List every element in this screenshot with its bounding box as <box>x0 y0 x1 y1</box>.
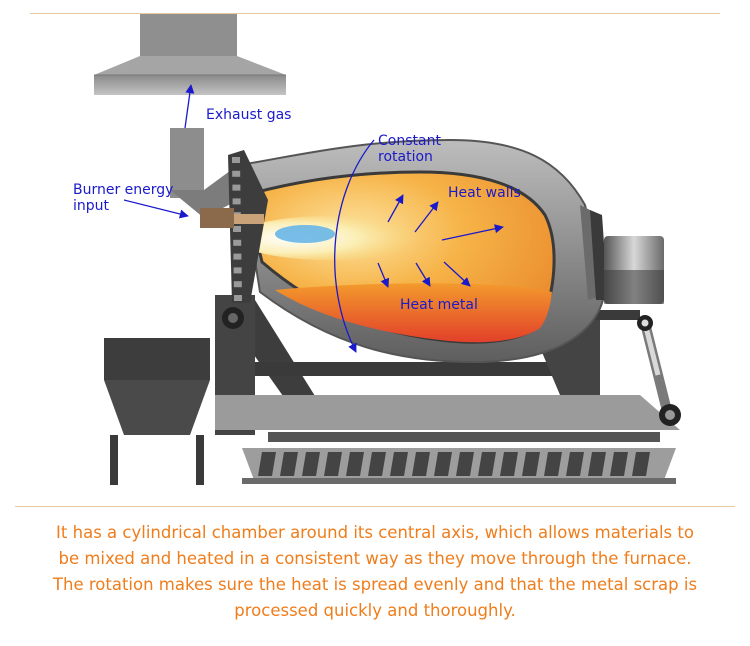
flange-bolt <box>233 226 241 232</box>
tread-slat <box>544 452 562 476</box>
burner-flame-icon <box>235 216 425 260</box>
heat-wall-arrow-3 <box>441 224 504 241</box>
label-constant-rotation-2: rotation <box>378 149 433 165</box>
caption-line: processed quickly and thoroughly. <box>234 601 516 620</box>
caption-line: The rotation makes sure the heat is spre… <box>52 575 698 594</box>
tread-slat <box>588 452 606 476</box>
exhaust-duct <box>170 128 238 218</box>
flange-bolt <box>232 198 241 205</box>
label-constant-rotation-1: Constant <box>378 133 441 149</box>
flange-bolt <box>233 239 242 246</box>
heat-metal-arrow-1 <box>377 262 390 288</box>
flange-bolt <box>234 295 242 301</box>
label-heat-walls: Heat walls <box>448 185 521 201</box>
tread-slat <box>566 452 584 476</box>
rotary-furnace-diagram: Exhaust gas Constant rotation Burner ene… <box>73 14 681 485</box>
hydraulic-cylinder-icon <box>637 315 681 426</box>
heat-metal-arrow-2 <box>415 262 431 287</box>
rotation-arrow <box>334 139 375 353</box>
flange-bolt <box>233 253 242 260</box>
tread-slat <box>368 452 386 476</box>
label-burner-energy-1: Burner energy <box>73 182 173 198</box>
flange-bolt <box>232 170 241 177</box>
tread-slat <box>434 452 452 476</box>
base-track <box>242 432 676 484</box>
tread-slat <box>324 452 342 476</box>
burner-arrow <box>123 199 189 219</box>
tread-slat <box>390 452 408 476</box>
feed-hopper-icon <box>104 338 210 485</box>
molten-metal <box>275 283 552 343</box>
flange-bolt <box>232 184 241 191</box>
caption-divider <box>15 506 735 507</box>
caption-line: It has a cylindrical chamber around its … <box>56 523 694 542</box>
label-heat-metal: Heat metal <box>400 297 478 313</box>
caption-line: be mixed and heated in a consistent way … <box>58 549 692 568</box>
flange-bolt <box>233 281 242 288</box>
top-divider <box>30 13 720 14</box>
motor-drive-icon <box>604 236 664 304</box>
tread-slat <box>302 452 320 476</box>
furnace-chamber <box>244 170 556 344</box>
tread-slat <box>522 452 540 476</box>
tread-slat <box>610 452 628 476</box>
track-treads <box>258 452 650 476</box>
exhaust-hood <box>94 14 286 95</box>
label-burner-energy-2: input <box>73 198 110 214</box>
heat-metal-arrow-3 <box>443 261 471 287</box>
burner-nozzle-icon <box>200 208 264 228</box>
label-exhaust-gas: Exhaust gas <box>206 107 291 123</box>
tread-slat <box>412 452 430 476</box>
tread-slat <box>456 452 474 476</box>
front-flange <box>228 150 268 303</box>
tread-slat <box>478 452 496 476</box>
tread-slat <box>346 452 364 476</box>
heat-wall-arrow-2 <box>414 201 439 233</box>
tread-slat <box>258 452 276 476</box>
flange-bolt <box>233 267 242 274</box>
tread-slat <box>500 452 518 476</box>
exhaust-arrow <box>184 84 195 129</box>
flange-bolt <box>232 157 240 163</box>
tread-slat <box>632 452 650 476</box>
heat-wall-arrow-1 <box>387 194 404 223</box>
flow-arrows <box>123 84 504 353</box>
caption: It has a cylindrical chamber around its … <box>20 520 730 624</box>
tread-slat <box>280 452 298 476</box>
